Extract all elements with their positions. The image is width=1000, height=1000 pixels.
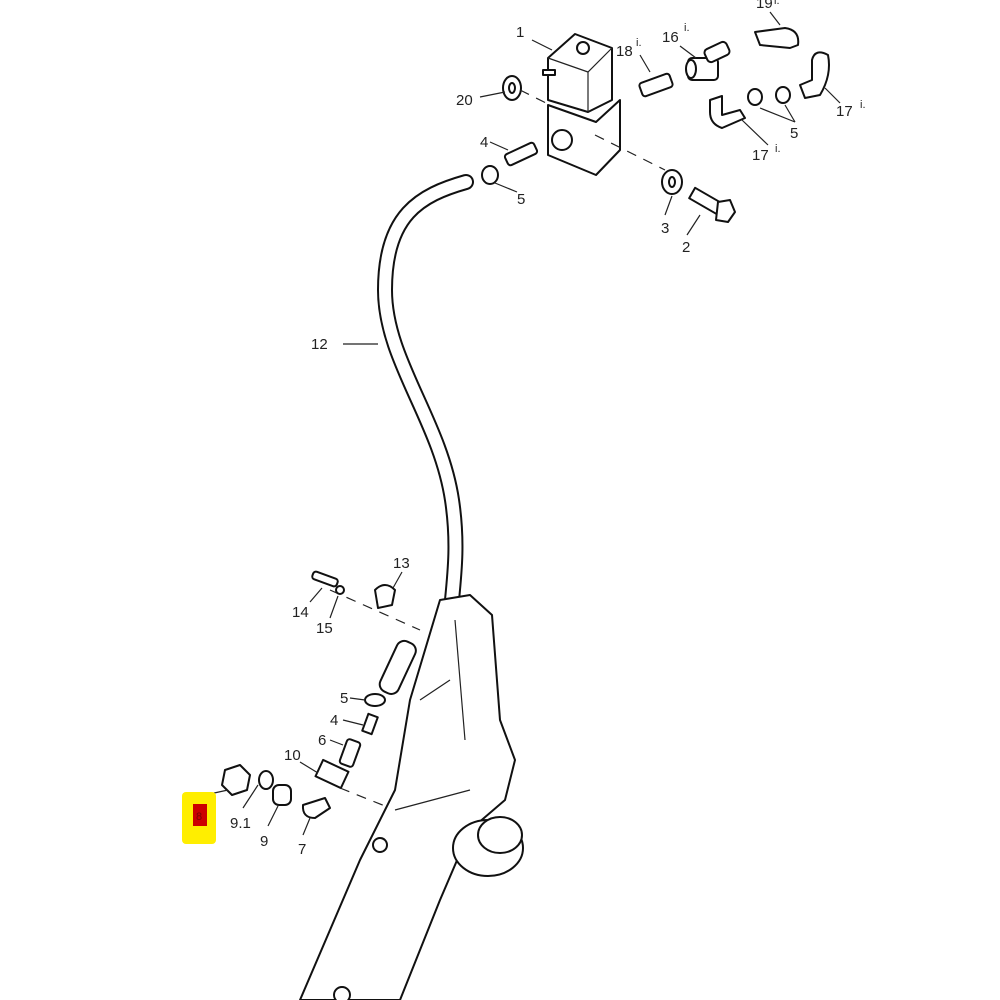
callout-16[interactable]: 16 — [662, 29, 679, 46]
clamp-5[interactable] — [775, 86, 791, 104]
washer-15[interactable] — [335, 585, 345, 595]
elbow-7[interactable] — [301, 797, 331, 819]
fitting-4-lower[interactable] — [361, 712, 379, 736]
callout-14[interactable]: 14 — [292, 604, 309, 621]
part-10[interactable] — [314, 758, 350, 790]
callout-2[interactable]: 2 — [682, 239, 690, 256]
callout-17[interactable]: 17 — [752, 147, 769, 164]
callout-13[interactable]: 13 — [393, 555, 410, 572]
clamp-5-lower[interactable] — [364, 693, 386, 707]
bushing-9[interactable] — [272, 784, 292, 806]
callout-15[interactable]: 15 — [316, 620, 333, 637]
callout-18[interactable]: 18 — [616, 43, 633, 60]
callout-4[interactable]: 4 — [330, 712, 338, 729]
callout-6[interactable]: 6 — [318, 732, 326, 749]
washer-9-1[interactable] — [258, 770, 274, 790]
callout-19[interactable]: 19 — [756, 0, 773, 12]
callout-20[interactable]: 20 — [456, 92, 473, 109]
callout-10[interactable]: 10 — [284, 747, 301, 764]
clamp-5[interactable] — [481, 165, 499, 185]
solenoid-valve-1[interactable] — [542, 33, 621, 176]
callout-4[interactable]: 4 — [480, 134, 488, 151]
clamp-13[interactable] — [374, 584, 396, 609]
highlight-box-8[interactable] — [193, 804, 207, 826]
elbow-17-left[interactable] — [709, 95, 746, 129]
callout-9[interactable]: 9 — [260, 833, 268, 850]
callout-7[interactable]: 7 — [298, 841, 306, 858]
callout-5[interactable]: 5 — [790, 125, 798, 142]
callout-3[interactable]: 3 — [661, 220, 669, 237]
callout-5[interactable]: 5 — [340, 690, 348, 707]
callout-12[interactable]: 12 — [311, 336, 328, 353]
elbow-17-right[interactable] — [799, 51, 830, 99]
callout-suffix: i. — [774, 0, 780, 7]
callout-suffix: i. — [636, 37, 642, 49]
callout-9-1[interactable]: 9.1 — [230, 815, 251, 832]
nut-8[interactable] — [221, 764, 251, 796]
callout-suffix: i. — [684, 22, 690, 34]
screw-14[interactable] — [311, 570, 339, 588]
callout-5[interactable]: 5 — [517, 191, 525, 208]
callout-1[interactable]: 1 — [516, 24, 524, 41]
frame-arm — [299, 594, 524, 1000]
tube-stub — [378, 639, 417, 695]
callout-17[interactable]: 17 — [836, 103, 853, 120]
fitting-4[interactable] — [503, 141, 539, 167]
clamp-5[interactable] — [747, 88, 763, 106]
elbow-19[interactable] — [754, 27, 800, 49]
callout-8[interactable]: 8 — [196, 811, 202, 823]
tee-fitting-16[interactable] — [685, 40, 731, 81]
fitting-18[interactable] — [638, 72, 674, 98]
callout-suffix: i. — [775, 143, 781, 155]
callout-suffix: i. — [860, 99, 866, 111]
fitting-6[interactable] — [338, 738, 362, 768]
